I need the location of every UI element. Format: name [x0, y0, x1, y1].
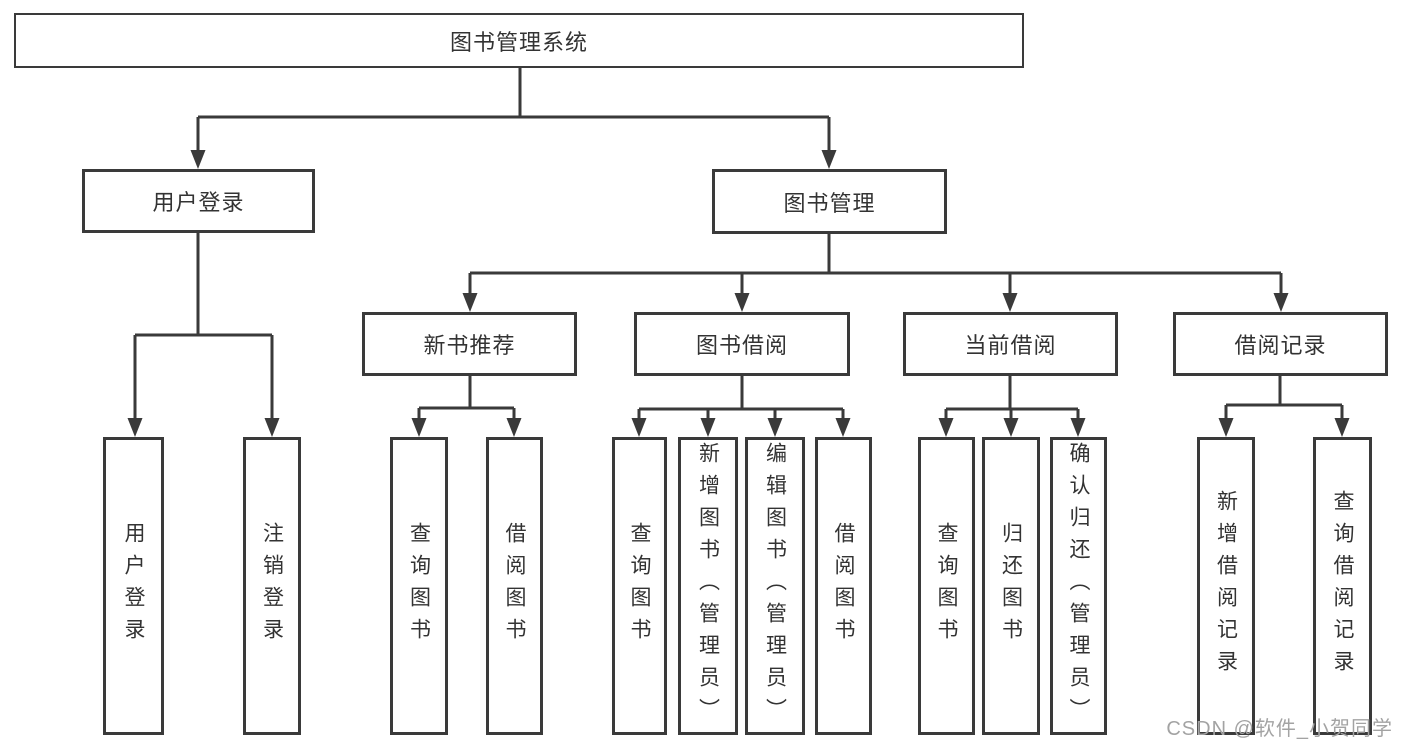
leaf-label: 查询借阅记录 — [1331, 490, 1354, 682]
leaf-label: 注销登录 — [260, 522, 284, 650]
leaf-nb-query-books: 查询图书 — [390, 437, 448, 735]
leaf-label: 借阅图书 — [503, 522, 526, 650]
node-label: 图书借阅 — [695, 333, 788, 358]
node-label: 图书管理系统 — [449, 29, 588, 55]
leaf-label: 用户登录 — [122, 522, 145, 650]
leaf-label: 归还图书 — [999, 522, 1023, 650]
node-current-borrowing: 当前借阅 — [903, 312, 1118, 376]
leaf-label: 编辑图书（管理员） — [763, 442, 787, 730]
leaf-label: 查询图书 — [628, 522, 651, 650]
leaf-label: 借阅图书 — [832, 522, 855, 650]
leaf-bb-query-books: 查询图书 — [612, 437, 667, 735]
leaf-cb-query-books: 查询图书 — [918, 437, 975, 735]
node-label: 图书管理 — [783, 190, 876, 216]
node-book-borrowing: 图书借阅 — [634, 312, 850, 376]
arrowhead-icons — [127, 150, 1350, 437]
leaf-label: 查询图书 — [407, 522, 431, 650]
leaf-cb-confirm-return-admin: 确认归还（管理员） — [1050, 437, 1107, 735]
node-user-login-branch: 用户登录 — [82, 169, 315, 233]
leaf-label: 确认归还（管理员） — [1067, 442, 1090, 730]
leaf-logout: 注销登录 — [243, 437, 301, 735]
leaf-label: 新增图书（管理员） — [696, 442, 720, 730]
leaf-nb-borrow-books: 借阅图书 — [486, 437, 543, 735]
leaf-cb-return-books: 归还图书 — [982, 437, 1040, 735]
node-borrowing-records: 借阅记录 — [1173, 312, 1388, 376]
leaf-label: 查询图书 — [935, 522, 958, 650]
leaf-br-query-borrow-record: 查询借阅记录 — [1313, 437, 1372, 735]
leaf-br-add-borrow-record: 新增借阅记录 — [1197, 437, 1255, 735]
leaf-user-login: 用户登录 — [103, 437, 164, 735]
node-label: 当前借阅 — [964, 333, 1057, 358]
node-new-book-recommend: 新书推荐 — [362, 312, 577, 376]
node-label: 用户登录 — [152, 190, 245, 215]
node-book-management-branch: 图书管理 — [712, 169, 947, 234]
leaf-bb-edit-books-admin: 编辑图书（管理员） — [745, 437, 805, 735]
node-system-root: 图书管理系统 — [14, 13, 1024, 68]
leaf-label: 新增借阅记录 — [1214, 490, 1238, 682]
node-label: 借阅记录 — [1234, 333, 1327, 358]
connector-path — [133, 68, 1344, 422]
csdn-watermark: CSDN @软件_小贺同学 — [1166, 718, 1393, 740]
node-label: 新书推荐 — [423, 333, 516, 358]
leaf-bb-add-books-admin: 新增图书（管理员） — [678, 437, 738, 735]
leaf-bb-borrow-books: 借阅图书 — [815, 437, 872, 735]
